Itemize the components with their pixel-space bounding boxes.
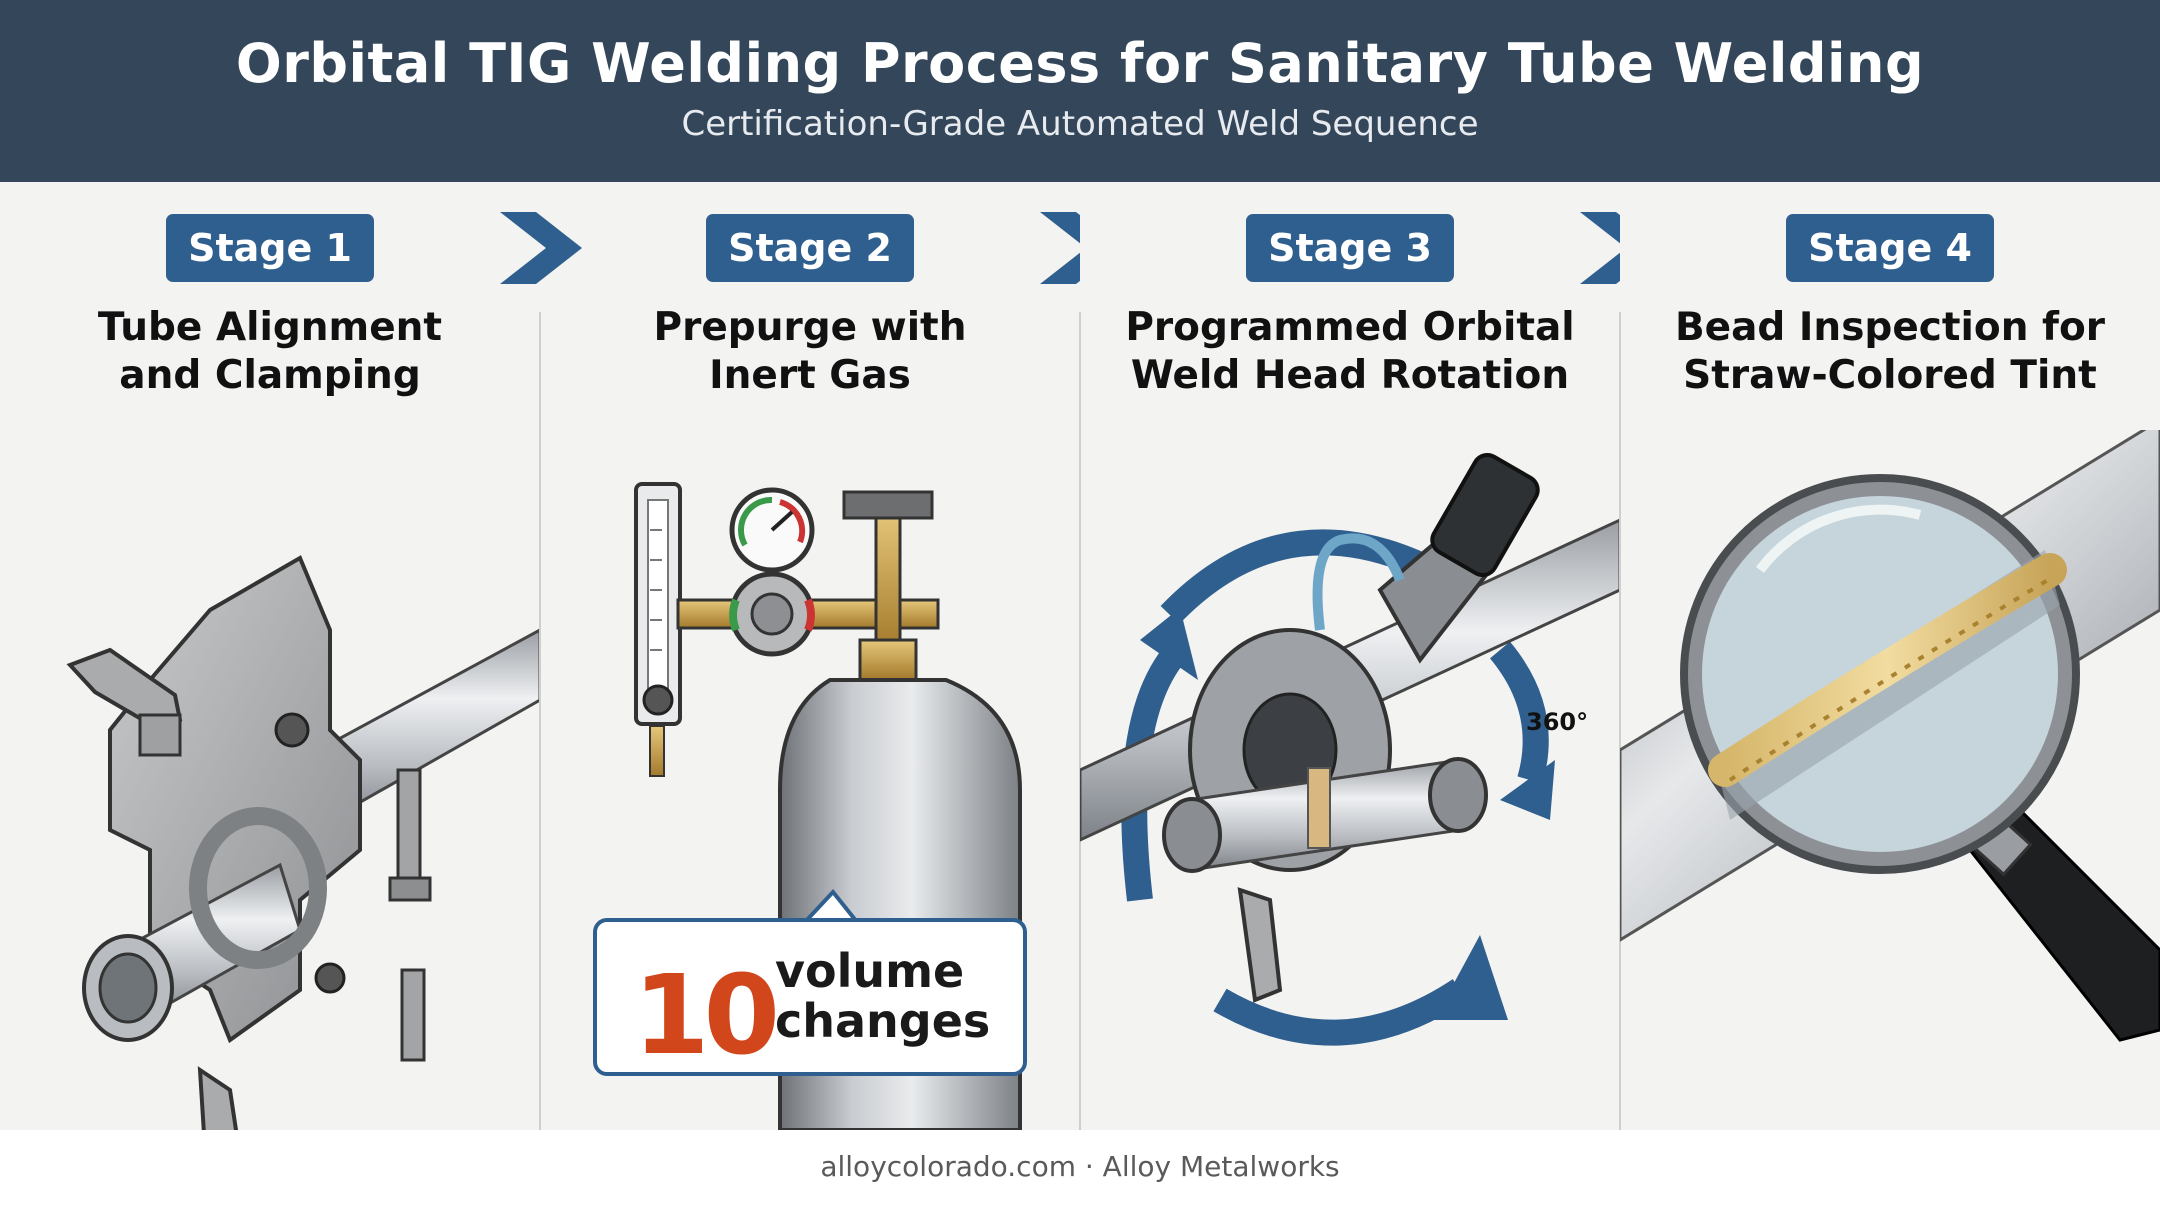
callout-line2: changes — [775, 994, 991, 1048]
stage-2-title: Prepurge with Inert Gas — [550, 304, 1070, 400]
stage-2-title-line1: Prepurge with — [653, 305, 967, 350]
panel-divider — [1079, 312, 1081, 1130]
stage-2-badge: Stage 2 — [706, 214, 914, 282]
stage-1-badge: Stage 1 — [166, 214, 374, 282]
header-banner: Orbital TIG Welding Process for Sanitary… — [0, 0, 2160, 182]
stage-4-title-line1: Bead Inspection for — [1674, 305, 2106, 350]
stage-4-title: Bead Inspection for Straw-Colored Tint — [1630, 304, 2150, 400]
chevron-right-icon — [1580, 212, 1620, 284]
page-title: Orbital TIG Welding Process for Sanitary… — [235, 32, 1925, 95]
stage-1-title-line1: Tube Alignment — [97, 305, 443, 350]
chevron-right-icon — [500, 212, 582, 284]
panel-divider — [1619, 312, 1621, 1130]
stage-3-badge: Stage 3 — [1246, 214, 1454, 282]
stage-1-panel: Stage 1 Tube Alignment and Clamping — [0, 182, 540, 1130]
footer-text: alloycolorado.com · Alloy Metalworks — [820, 1150, 1340, 1183]
callout-pointer — [803, 888, 859, 924]
stage-panels: Stage 1 Tube Alignment and Clamping — [0, 182, 2160, 1130]
stage-3-panel: Stage 3 Programmed Orbital Weld Head Rot… — [1080, 182, 1620, 1130]
footer: alloycolorado.com · Alloy Metalworks — [0, 1130, 2160, 1206]
volume-changes-callout: 10 volume changes — [593, 886, 1027, 1076]
stage-3-title: Programmed Orbital Weld Head Rotation — [1090, 304, 1610, 400]
stage-4-badge: Stage 4 — [1786, 214, 1994, 282]
stage-3-title-line2: Weld Head Rotation — [1130, 353, 1570, 398]
panel-divider — [539, 312, 541, 1130]
stage-1-title-line2: and Clamping — [119, 353, 421, 398]
stage-2-title-line2: Inert Gas — [709, 353, 911, 398]
stage-3-title-line1: Programmed Orbital — [1125, 305, 1575, 350]
chevron-right-icon — [1040, 212, 1080, 284]
stage-1-title: Tube Alignment and Clamping — [10, 304, 530, 400]
callout-number: 10 — [633, 951, 780, 1079]
orbital-weld-head-icon: 360° — [1080, 452, 1620, 1046]
rotation-label: 360° — [1526, 708, 1588, 736]
stage-4-title-line2: Straw-Colored Tint — [1683, 353, 2097, 398]
magnifying-glass-icon — [1620, 430, 2160, 1042]
callout-box: 10 volume changes — [593, 918, 1027, 1076]
callout-line1: volume — [775, 944, 965, 998]
tube-clamp-icon — [66, 555, 540, 1130]
stage-4-panel: Stage 4 Bead Inspection for Straw-Colore… — [1620, 182, 2160, 1130]
page-subtitle: Certification-Grade Automated Weld Seque… — [681, 104, 1479, 144]
